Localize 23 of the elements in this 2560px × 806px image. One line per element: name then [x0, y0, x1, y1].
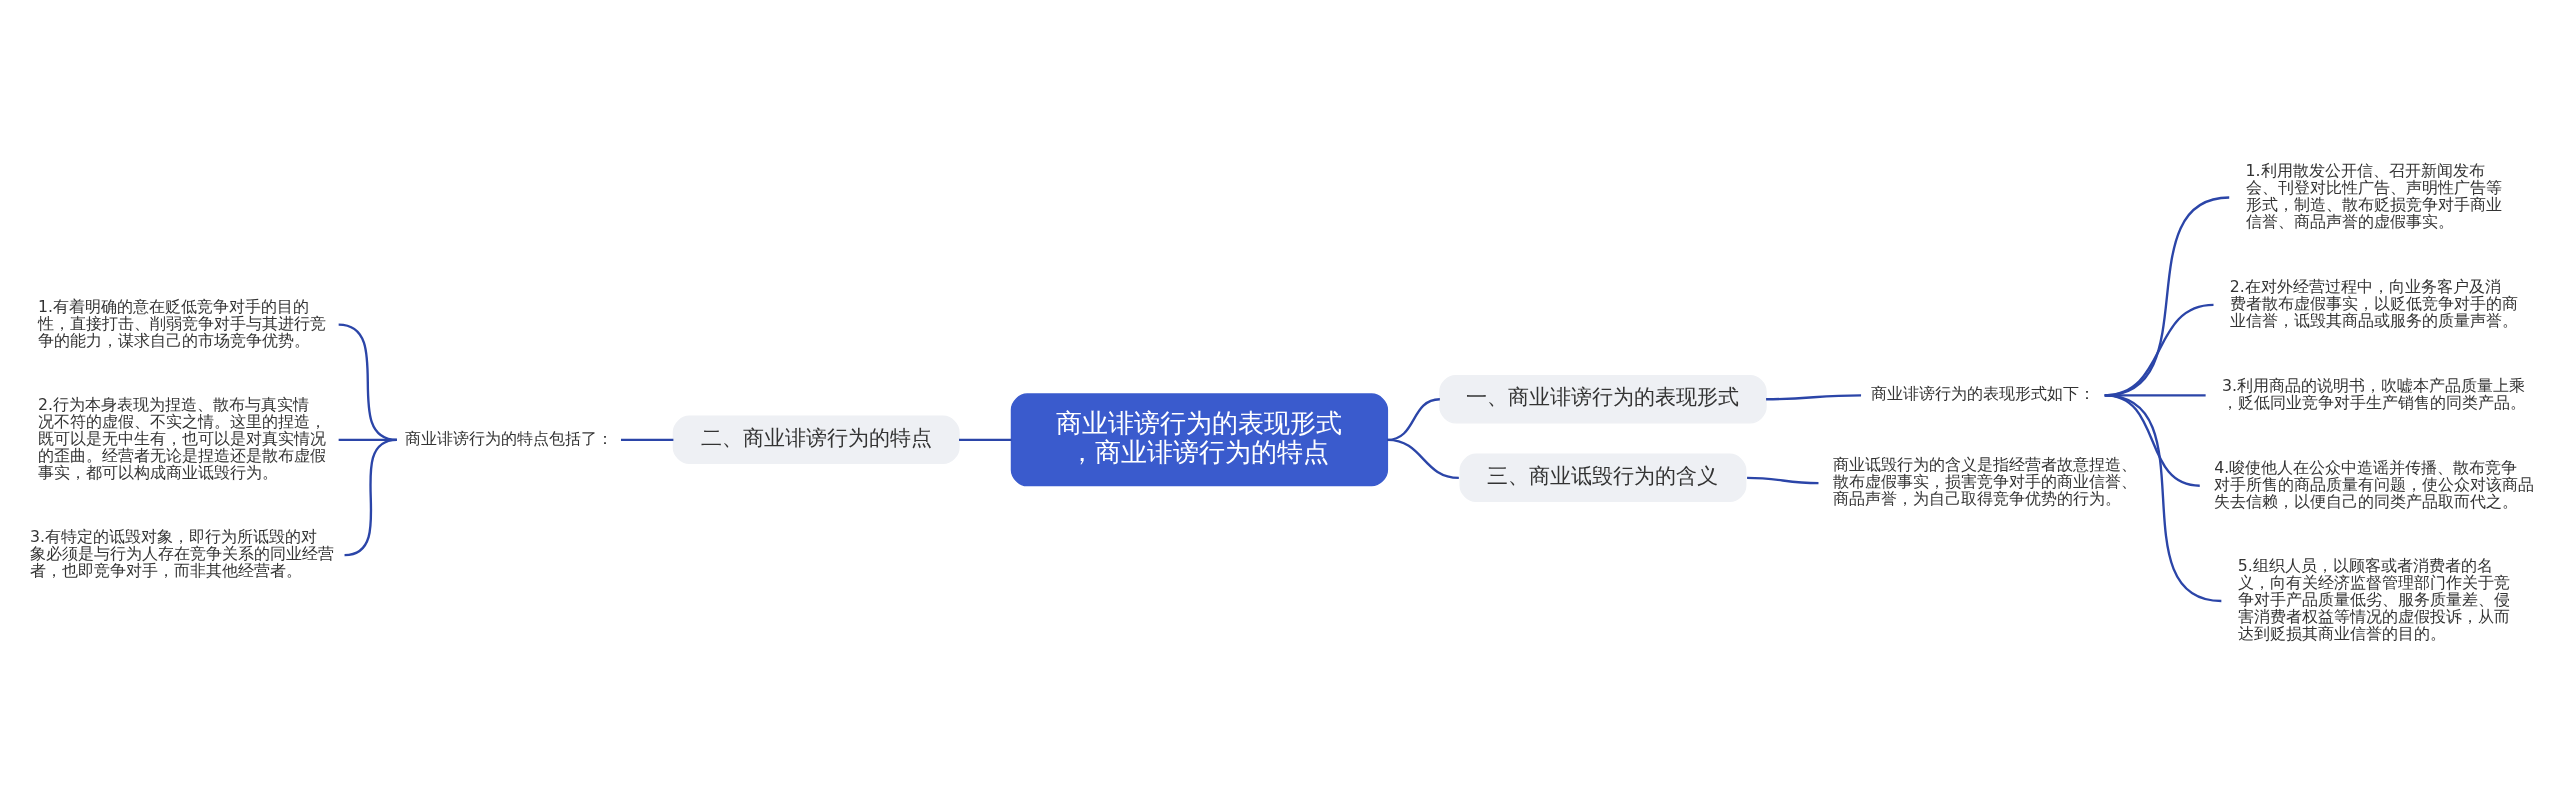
node-box: 商业诽谤行为的表现形式，商业诽谤行为的特点	[1010, 392, 1389, 486]
connector	[959, 438, 1012, 441]
node-text: 2.在对外经营过程中，向业务客户及消费者散布虚假事实，以贬低竞争对手的商业信誉，诋毁其商品或服务的质量声誉。	[2229, 276, 2518, 330]
connector	[1766, 393, 1862, 400]
node-text: 5.组织人员，以顾客或者消费者的名义，向有关经济监督管理部门作关于竞争对手产品质量低劣、服务质量差、侵害消费者权益等情况的虚假投诉，从而达到贬损其商业信誉的目的。	[2237, 555, 2510, 643]
connector	[2104, 393, 2222, 602]
connector	[1747, 476, 1819, 484]
node-text: 1.利用散发公开信、召开新闻发布会、刊登对比性广告、声明性广告等形式，制造、散布贬损竞争对手商业信誉、商品声誉的虚假事实。	[2245, 160, 2502, 231]
node-box: 一、商业诽谤行为的表现形式	[1439, 374, 1767, 423]
node-text: 4.唆使他人在公众中造谣并传播、散布竞争对手所售的商品质量有问题，使公众对该商品失去信赖，以便自己的同类产品取而代之。	[2214, 457, 2535, 511]
node-text: 2.行为本身表现为捏造、散布与真实情况不符的虚假、不实之情。这里的捏造，既可以是无中生有，也可以是对真实情况的歪曲。经营者无论是捏造还是散布虚假事实，都可以构成商业诋毁行为。	[37, 394, 326, 482]
node-text: 商业诋毁行为的含义是指经营者故意捏造、散布虚假事实，损害竞争对手的商业信誉、商品声誉，为自己取得竞争优势的行为。	[1832, 454, 2137, 508]
node-text: 3.利用商品的说明书，吹嘘本产品质量上乘，贬低同业竞争对手生产销售的同类产品。	[2222, 375, 2527, 412]
node-text: 1.有着明确的意在贬低竞争对手的目的性，直接打击、削弱竞争对手与其进行竞争的能力，谋求自己的市场竞争优势。	[37, 296, 326, 350]
connector	[1387, 397, 1440, 441]
node-text: 商业诽谤行为的特点包括了：	[404, 428, 613, 448]
node-text: 商业诽谤行为的表现形式如下：	[1870, 383, 2095, 403]
node-box: 二、商业诽谤行为的特点	[672, 415, 960, 464]
connector	[621, 438, 674, 441]
connector	[1387, 438, 1459, 479]
connector	[344, 438, 398, 556]
node-box: 三、商业诋毁行为的含义	[1459, 453, 1747, 502]
node-text: 3.有特定的诋毁对象，即行为所诋毁的对象必须是与行为人存在竞争关系的同业经营者，也即竞争对手，而非其他经营者。	[30, 526, 335, 580]
